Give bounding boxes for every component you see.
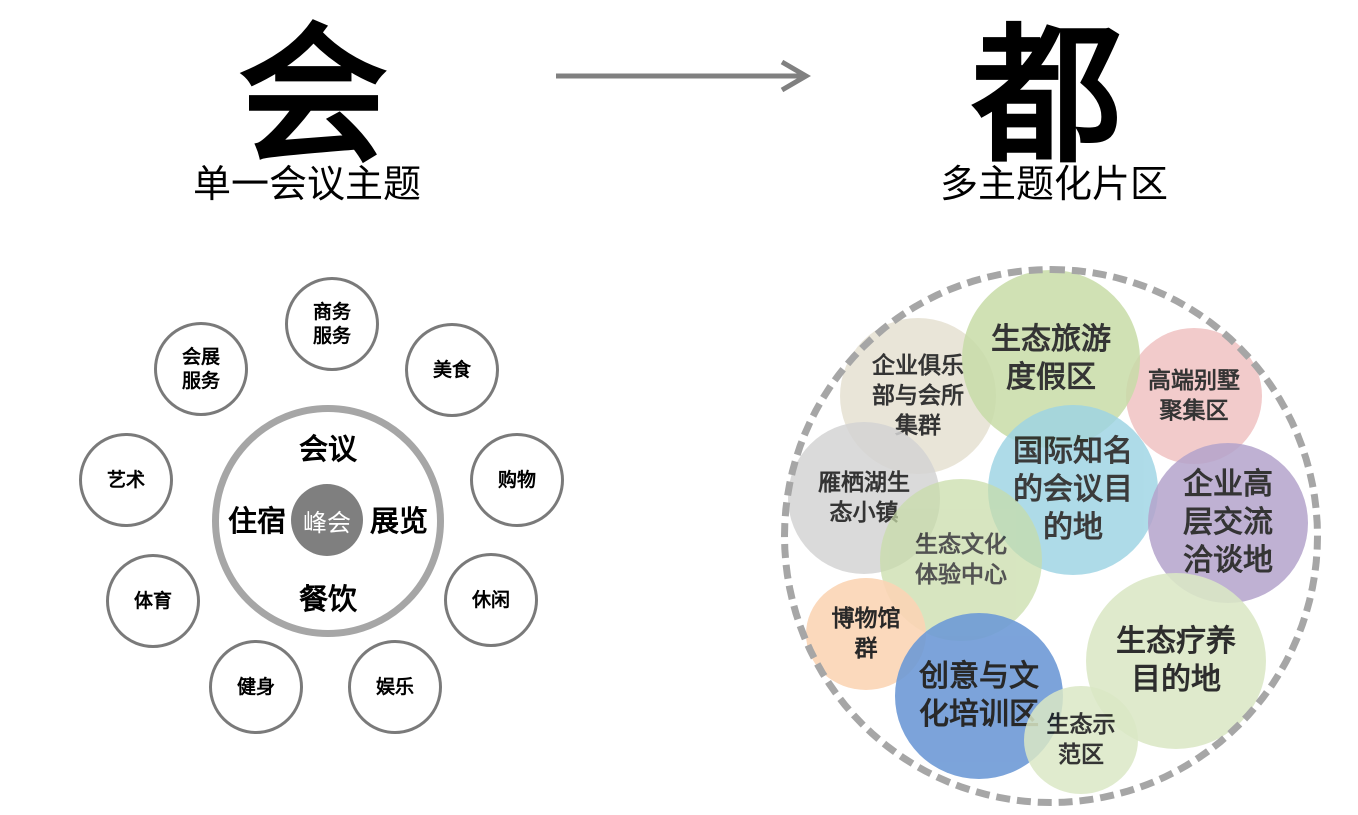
hui-big-char: 会 (237, 10, 388, 184)
satellite-sports: 体育 (106, 554, 200, 648)
center-word-meeting: 会议 (298, 432, 357, 466)
right-arrow-icon (556, 59, 811, 93)
satellite-fitness: 健身 (209, 640, 303, 734)
core-summit: 峰会 (291, 484, 363, 556)
satellite-shopping: 购物 (470, 433, 564, 527)
satellite-entertainment: 娱乐 (348, 640, 442, 734)
left-subtitle: 单一会议主题 (192, 162, 421, 206)
center-word-dining: 餐饮 (298, 582, 357, 616)
du-big-char: 都 (971, 10, 1122, 184)
satellite-business-service: 商务 服务 (285, 277, 379, 371)
right-subtitle: 多主题化片区 (939, 162, 1168, 206)
center-word-exhibition: 展览 (369, 504, 428, 538)
satellite-food: 美食 (405, 323, 499, 417)
satellite-leisure: 休闲 (444, 553, 538, 647)
satellite-exhibition-service: 会展 服务 (154, 322, 248, 416)
dashed-boundary-circle (781, 266, 1321, 806)
center-word-lodging: 住宿 (227, 504, 286, 538)
satellite-art: 艺术 (79, 433, 173, 527)
